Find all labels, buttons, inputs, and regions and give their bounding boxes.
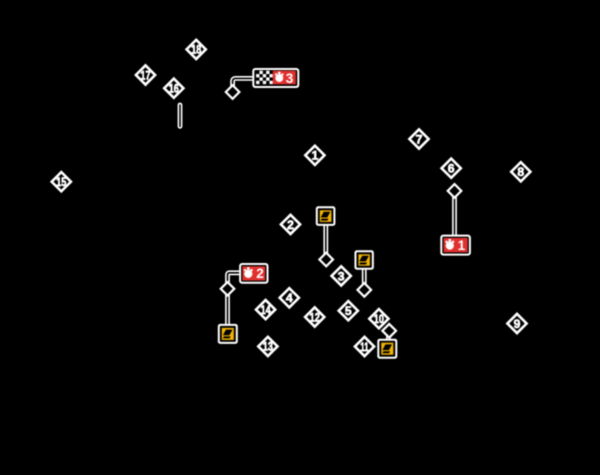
svg-text:1: 1 bbox=[312, 149, 319, 163]
svg-text:9: 9 bbox=[514, 317, 521, 331]
svg-text:2: 2 bbox=[256, 266, 264, 281]
svg-text:13: 13 bbox=[263, 340, 273, 354]
svg-text:1: 1 bbox=[312, 149, 319, 163]
svg-text:5: 5 bbox=[345, 304, 352, 318]
svg-text:2: 2 bbox=[287, 218, 294, 232]
svg-text:11: 11 bbox=[360, 340, 368, 354]
svg-text:6: 6 bbox=[448, 162, 455, 176]
svg-text:18: 18 bbox=[191, 43, 201, 57]
svg-text:12: 12 bbox=[310, 310, 321, 324]
svg-text:14: 14 bbox=[261, 303, 271, 317]
svg-text:8: 8 bbox=[517, 165, 524, 179]
svg-text:3: 3 bbox=[338, 269, 345, 283]
svg-text:7: 7 bbox=[416, 132, 423, 146]
svg-text:17: 17 bbox=[141, 68, 151, 82]
svg-text:4: 4 bbox=[286, 291, 293, 305]
svg-text:16: 16 bbox=[169, 81, 179, 95]
svg-text:5: 5 bbox=[345, 304, 352, 318]
svg-text:3: 3 bbox=[286, 71, 294, 86]
svg-text:14: 14 bbox=[261, 303, 271, 317]
svg-text:11: 11 bbox=[360, 340, 368, 354]
svg-text:17: 17 bbox=[141, 68, 151, 82]
svg-text:15: 15 bbox=[56, 175, 66, 189]
svg-text:15: 15 bbox=[56, 175, 66, 189]
svg-text:1: 1 bbox=[458, 238, 466, 253]
svg-text:3: 3 bbox=[338, 269, 345, 283]
svg-text:10: 10 bbox=[374, 312, 384, 326]
svg-text:16: 16 bbox=[169, 81, 179, 95]
svg-text:10: 10 bbox=[374, 312, 384, 326]
svg-text:13: 13 bbox=[263, 340, 273, 354]
svg-text:9: 9 bbox=[514, 317, 521, 331]
svg-text:4: 4 bbox=[286, 291, 293, 305]
svg-text:18: 18 bbox=[191, 43, 201, 57]
svg-text:8: 8 bbox=[517, 165, 524, 179]
svg-text:12: 12 bbox=[310, 310, 321, 324]
svg-text:7: 7 bbox=[416, 132, 423, 146]
svg-text:6: 6 bbox=[448, 162, 455, 176]
svg-text:2: 2 bbox=[287, 218, 294, 232]
